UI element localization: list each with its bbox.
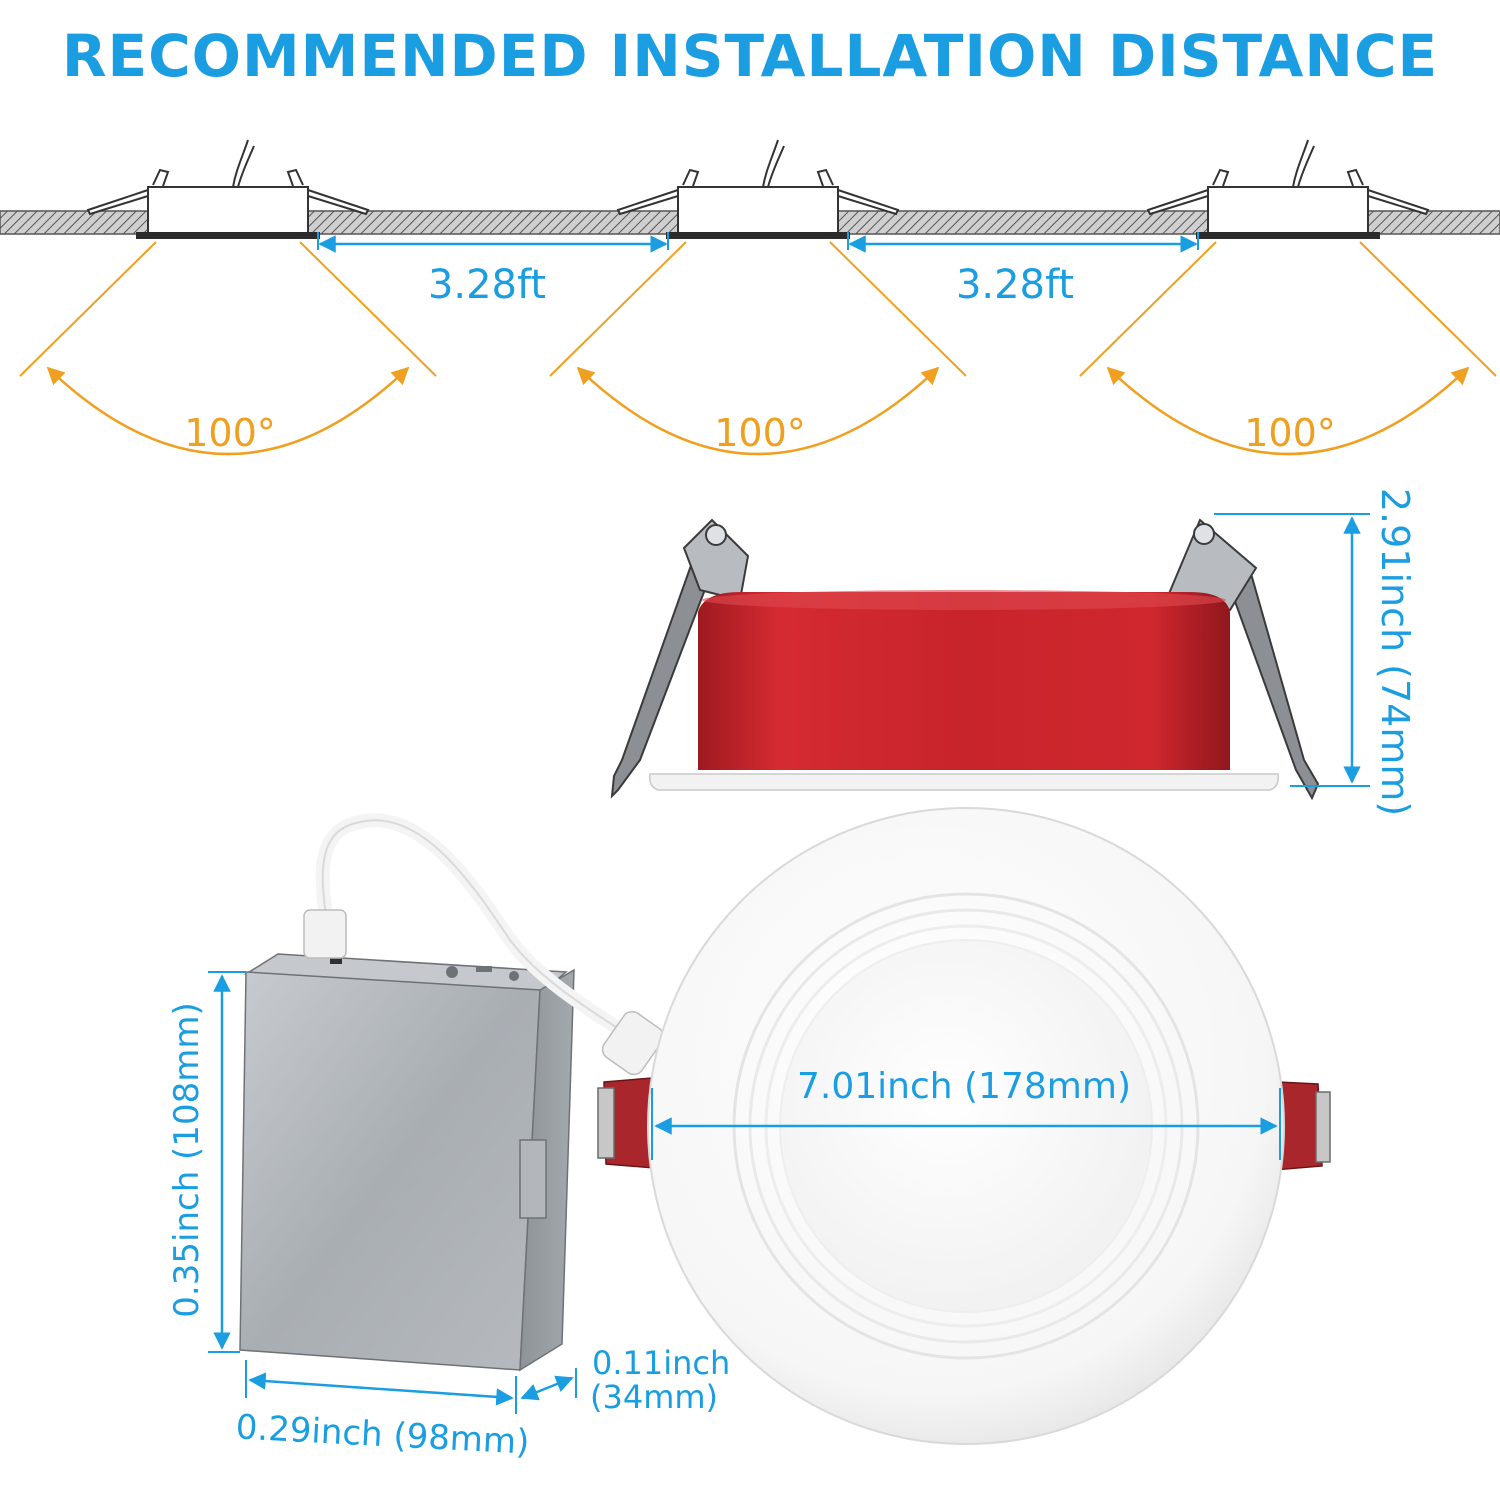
box-depth-label-mm: (34mm)	[590, 1378, 718, 1416]
beam-angle-label-2: 100°	[714, 411, 806, 455]
box-width-label: 0.29inch (98mm)	[235, 1407, 530, 1462]
junction-box	[239, 944, 575, 1372]
light-side-view	[610, 518, 1320, 801]
beam-angle-3: 100°	[1079, 241, 1497, 456]
spacing-label-right: 3.28ft	[956, 262, 1074, 308]
ceiling-fixture-1	[86, 139, 370, 239]
beam-angle-1: 100°	[19, 241, 437, 456]
ceiling-fixture-2	[616, 139, 900, 239]
beam-angle-label-1: 100°	[184, 411, 276, 455]
power-cable	[303, 813, 665, 1076]
spacing-dimension-right: 3.28ft	[847, 232, 1199, 308]
box-height-label: 0.35inch (108mm)	[167, 1002, 207, 1317]
ceiling-fixture-3	[1146, 139, 1430, 239]
box-height-dimension: 0.35inch (108mm)	[167, 971, 246, 1353]
box-depth-label-inch: 0.11inch	[592, 1344, 730, 1382]
box-depth-dimension: 0.11inch (34mm)	[520, 1344, 730, 1416]
light-height-label: 2.91inch (74mm)	[1373, 488, 1417, 816]
spacing-dimension-left: 3.28ft	[317, 232, 669, 308]
beam-angle-label-3: 100°	[1244, 411, 1336, 455]
spacing-label-left: 3.28ft	[428, 262, 546, 308]
light-diameter-label: 7.01inch (178mm)	[797, 1066, 1131, 1107]
page-title: RECOMMENDED INSTALLATION DISTANCE	[61, 22, 1439, 90]
light-height-dimension: 2.91inch (74mm)	[1214, 488, 1417, 816]
beam-angle-2: 100°	[549, 241, 967, 456]
light-diameter-dimension: 7.01inch (178mm)	[651, 1066, 1281, 1160]
box-width-dimension: 0.29inch (98mm)	[235, 1360, 530, 1463]
